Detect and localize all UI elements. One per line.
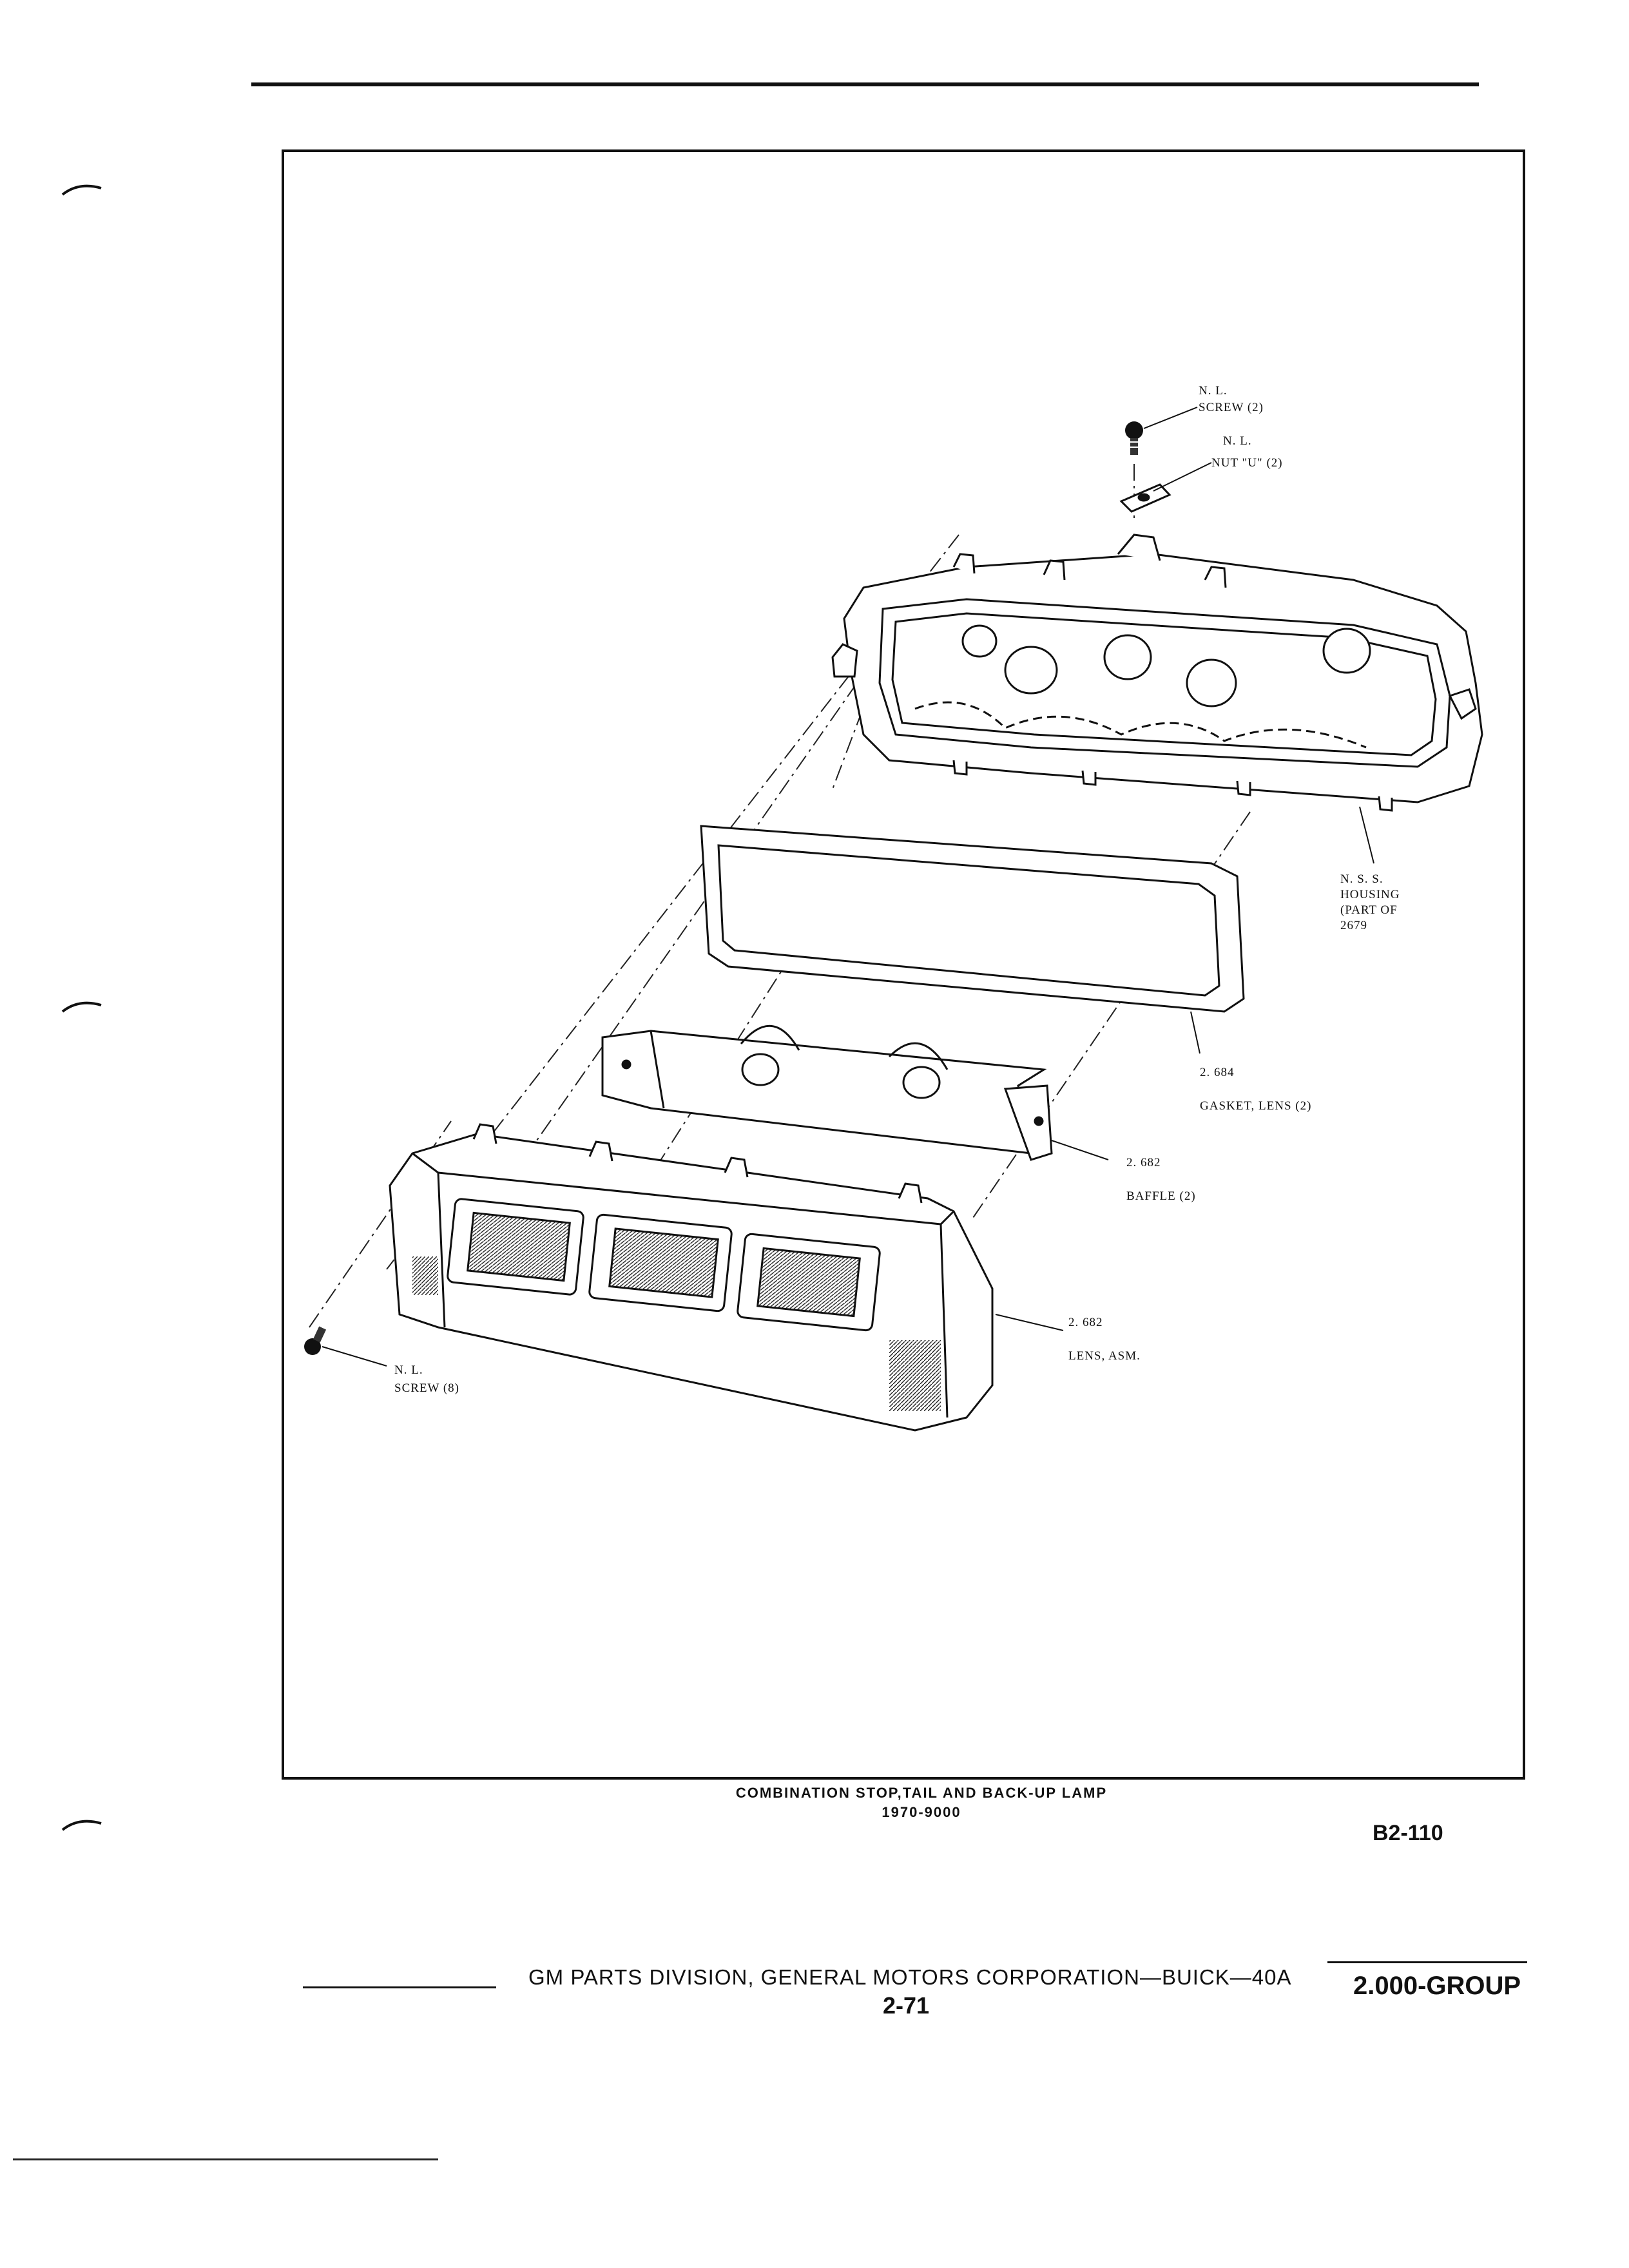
footer-rule-right xyxy=(1327,1961,1527,1963)
label-nut-line1: N. L. xyxy=(1223,434,1252,448)
label-gasket-name: GASKET, LENS (2) xyxy=(1200,1099,1311,1113)
footer-publisher: GM PARTS DIVISION, GENERAL MOTORS CORPOR… xyxy=(528,1965,1292,1989)
label-screw-top-line1: N. L. xyxy=(1199,384,1228,398)
bottom-rule xyxy=(13,2158,438,2160)
label-baffle-number: 2. 682 xyxy=(1126,1156,1161,1169)
gasket-part xyxy=(700,825,1245,1013)
housing-part xyxy=(831,533,1483,812)
label-housing-line4: 2679 xyxy=(1340,919,1367,932)
label-gasket-number: 2. 684 xyxy=(1200,1066,1235,1079)
group-label: 2.000-GROUP xyxy=(1353,1972,1521,2000)
footer-rule-left xyxy=(303,1986,496,1988)
label-screw-bottom-line1: N. L. xyxy=(394,1363,423,1377)
bottom-screw-part xyxy=(304,1326,327,1355)
top-rule xyxy=(251,82,1479,86)
label-screw-top-line2: SCREW (2) xyxy=(1199,401,1264,414)
lens-assembly-part xyxy=(389,1123,994,1432)
punch-hole-mark xyxy=(61,1820,102,1831)
top-screw-part xyxy=(1125,421,1143,455)
punch-hole-mark xyxy=(61,1001,102,1013)
punch-hole-mark xyxy=(61,184,102,196)
plate-number: B2-110 xyxy=(1373,1821,1443,1845)
figure-caption: COMBINATION STOP,TAIL AND BACK-UP LAMP 1… xyxy=(696,1783,1147,1822)
label-lens-name: LENS, ASM. xyxy=(1068,1349,1141,1363)
caption-model: 1970-9000 xyxy=(882,1804,961,1820)
page-number: 2-71 xyxy=(883,1992,930,2019)
label-housing-line1: N. S. S. xyxy=(1340,872,1383,886)
figure-frame xyxy=(282,149,1525,1780)
caption-title: COMBINATION STOP,TAIL AND BACK-UP LAMP xyxy=(735,1785,1108,1801)
label-nut-line2: NUT "U" (2) xyxy=(1211,456,1283,470)
u-nut-part xyxy=(1119,483,1171,513)
baffle-part xyxy=(601,1025,1053,1161)
label-housing-line2: HOUSING xyxy=(1340,888,1400,901)
exploded-lamp-diagram: N. L. SCREW (2) N. L. NUT "U" (2) N. S. … xyxy=(304,384,1483,1432)
label-housing-line3: (PART OF xyxy=(1340,903,1398,917)
label-baffle-name: BAFFLE (2) xyxy=(1126,1189,1196,1203)
leader-lines xyxy=(322,407,1374,1367)
label-screw-bottom-line2: SCREW (8) xyxy=(394,1381,459,1395)
label-lens-number: 2. 682 xyxy=(1068,1316,1103,1329)
